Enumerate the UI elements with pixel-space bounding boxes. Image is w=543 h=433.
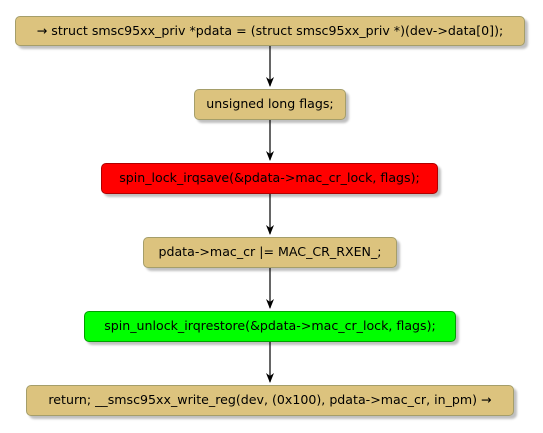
node-return-write-reg: return; __smsc95xx_write_reg(dev, (0x100… — [26, 385, 514, 416]
node-flags-declaration: unsigned long flags; — [194, 89, 346, 120]
node-pdata-assignment-text: → struct smsc95xx_priv *pdata = (struct … — [36, 22, 504, 38]
node-mac-cr-update-text: pdata->mac_cr |= MAC_CR_RXEN_; — [158, 244, 382, 260]
node-spin-lock-text: spin_lock_irqsave(&pdata->mac_cr_lock, f… — [119, 170, 420, 186]
node-spin-unlock-text: spin_unlock_irqrestore(&pdata->mac_cr_lo… — [104, 318, 436, 334]
node-pdata-assignment: → struct smsc95xx_priv *pdata = (struct … — [15, 16, 525, 46]
node-flags-declaration-text: unsigned long flags; — [206, 96, 334, 112]
node-mac-cr-update: pdata->mac_cr |= MAC_CR_RXEN_; — [143, 237, 397, 268]
node-return-write-reg-text: return; __smsc95xx_write_reg(dev, (0x100… — [48, 392, 492, 408]
node-spin-unlock: spin_unlock_irqrestore(&pdata->mac_cr_lo… — [84, 311, 456, 342]
node-spin-lock: spin_lock_irqsave(&pdata->mac_cr_lock, f… — [101, 163, 438, 194]
